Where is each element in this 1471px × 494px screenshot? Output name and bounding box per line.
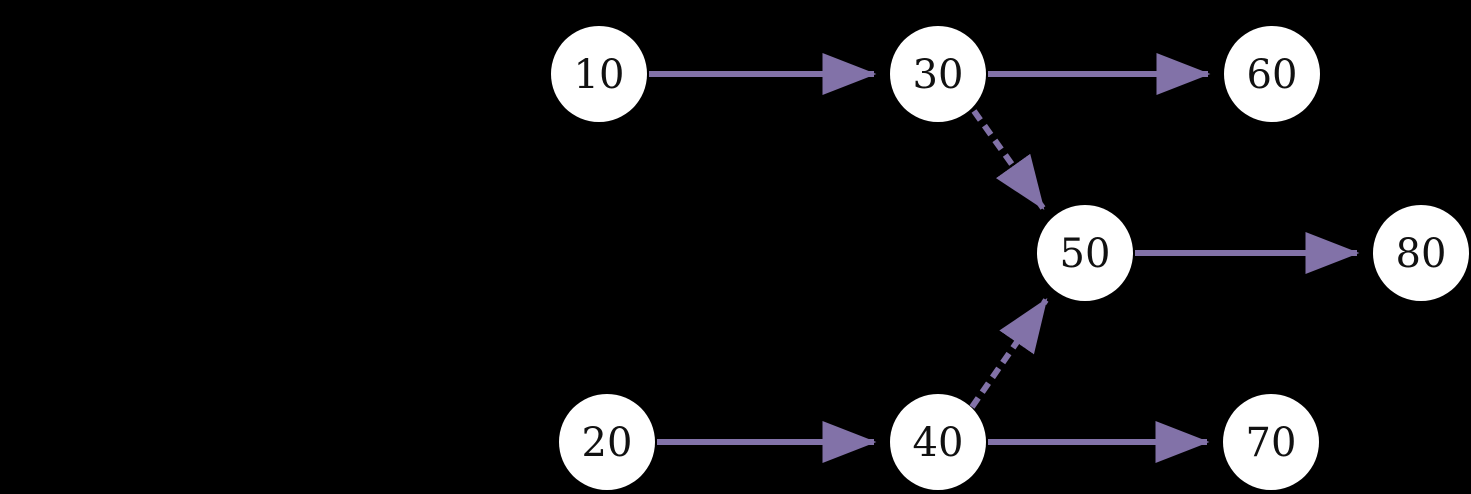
node-circle-30[interactable]: [890, 26, 986, 122]
node-circle-20[interactable]: [559, 394, 655, 490]
node-label-80: 80: [1396, 231, 1447, 277]
node-40[interactable]: 40: [890, 394, 986, 490]
node-30[interactable]: 30: [890, 26, 986, 122]
node-70[interactable]: 70: [1223, 394, 1319, 490]
node-label-70: 70: [1246, 420, 1297, 466]
node-20[interactable]: 20: [559, 394, 655, 490]
node-label-60: 60: [1247, 52, 1298, 98]
node-circle-70[interactable]: [1223, 394, 1319, 490]
node-layer: 10 20 30 40 50 60 70 80: [551, 26, 1469, 490]
node-circle-50[interactable]: [1037, 205, 1133, 301]
node-10[interactable]: 10: [551, 26, 647, 122]
node-label-30: 30: [913, 52, 964, 98]
node-80[interactable]: 80: [1373, 205, 1469, 301]
node-label-10: 10: [574, 52, 625, 98]
node-60[interactable]: 60: [1224, 26, 1320, 122]
node-50[interactable]: 50: [1037, 205, 1133, 301]
edge-40-to-50[interactable]: [969, 298, 1049, 409]
edge-layer: [649, 53, 1360, 463]
node-label-50: 50: [1060, 231, 1111, 277]
node-circle-60[interactable]: [1224, 26, 1320, 122]
edge-30-to-50[interactable]: [971, 109, 1046, 210]
node-circle-10[interactable]: [551, 26, 647, 122]
node-label-40: 40: [913, 420, 964, 466]
node-circle-80[interactable]: [1373, 205, 1469, 301]
node-circle-40[interactable]: [890, 394, 986, 490]
node-label-20: 20: [582, 420, 633, 466]
